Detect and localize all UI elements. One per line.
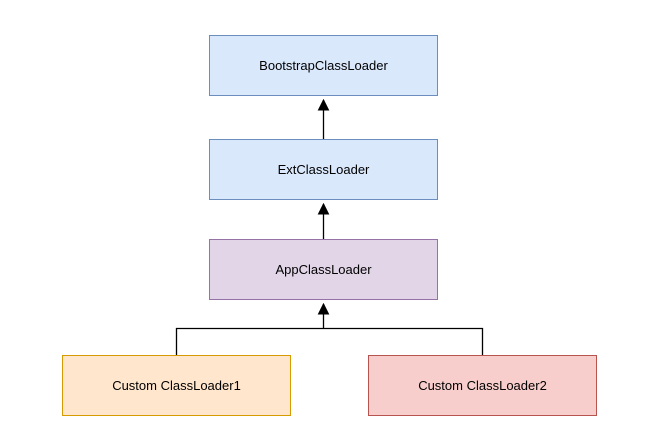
node-custom-classloader2: Custom ClassLoader2 [368, 355, 597, 416]
node-bootstrap-classloader: BootstrapClassLoader [209, 35, 438, 96]
node-custom-classloader1-label: Custom ClassLoader1 [112, 378, 241, 393]
node-custom-classloader2-label: Custom ClassLoader2 [418, 378, 547, 393]
node-app-classloader: AppClassLoader [209, 239, 438, 300]
node-app-classloader-label: AppClassLoader [275, 262, 372, 277]
node-bootstrap-classloader-label: BootstrapClassLoader [259, 58, 388, 73]
node-ext-classloader: ExtClassLoader [209, 139, 438, 200]
edge-customs-junction [175, 327, 484, 355]
node-ext-classloader-label: ExtClassLoader [277, 162, 370, 177]
node-custom-classloader1: Custom ClassLoader1 [62, 355, 291, 416]
